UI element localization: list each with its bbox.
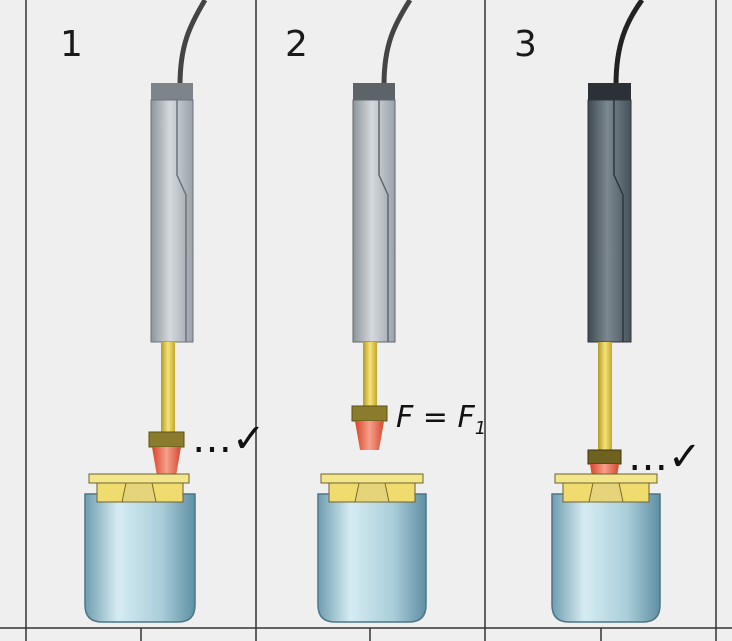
probe-tip: [152, 447, 181, 476]
container: [317, 493, 427, 623]
container-seat: [121, 482, 157, 503]
probe-collar: [587, 449, 622, 465]
cable-icon: [381, 0, 413, 86]
probe-collar: [148, 431, 185, 448]
cable-icon: [613, 0, 645, 86]
panel-1: …✓: [84, 0, 266, 623]
container-seat: [588, 482, 624, 503]
step-number-3: 3: [514, 24, 537, 65]
probe-stem: [598, 342, 612, 452]
probe-tip: [355, 421, 384, 450]
step-number-1: 1: [60, 24, 83, 65]
container: [84, 493, 196, 623]
container-lid: [554, 473, 658, 484]
probe-body: [587, 99, 632, 343]
cable-icon: [177, 0, 208, 86]
probe-cap: [588, 83, 631, 103]
force-label-subscript: 1: [474, 418, 487, 439]
probe-collar: [351, 405, 388, 422]
probe-stem: [363, 342, 377, 408]
container-seat: [354, 482, 390, 503]
checkmark-icon: …✓: [192, 416, 266, 462]
container-lid: [320, 473, 424, 484]
force-label: F = F1: [396, 400, 486, 439]
baseline: [0, 627, 732, 641]
probe-stem: [161, 342, 175, 434]
panel-dividers: [25, 0, 717, 641]
panel-3: …✓: [551, 0, 702, 623]
probe-cap: [353, 83, 395, 103]
probe-cap: [151, 83, 193, 103]
container-lid: [88, 473, 190, 484]
force-label-text: F = F: [396, 400, 475, 435]
checkmark-icon: …✓: [628, 434, 702, 480]
panel-2: [317, 0, 427, 623]
step-number-2: 2: [285, 24, 308, 65]
container: [551, 493, 661, 623]
